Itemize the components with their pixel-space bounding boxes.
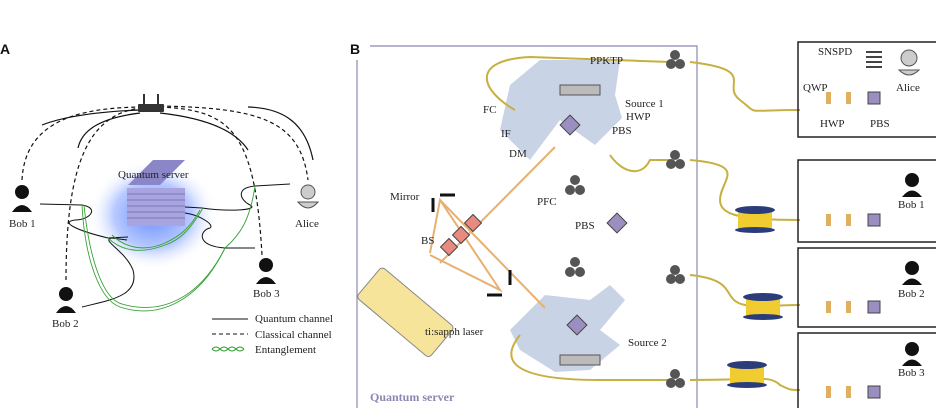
label-snspd: SNSPD	[818, 46, 852, 58]
label-source1: Source 1	[625, 98, 664, 110]
legend-label: Quantum channel	[255, 313, 333, 325]
source2-bg	[510, 285, 625, 372]
label-pbs-center: PBS	[575, 220, 595, 232]
label-if: IF	[501, 128, 511, 140]
label-hwp: HWP	[626, 111, 650, 123]
bob3-icon	[256, 258, 276, 284]
label-laser: ti:sapph laser	[425, 326, 484, 338]
label-ppktp: PPKTP	[590, 55, 623, 67]
alice-icon	[296, 184, 320, 209]
source1-bg	[500, 60, 622, 160]
bs-cubes	[439, 213, 483, 257]
label-qwp: QWP	[803, 82, 827, 94]
receiver-user-label: Bob 2	[898, 288, 925, 300]
server-box-label: Quantum server	[370, 390, 455, 404]
fiber-spools	[727, 206, 783, 388]
legend-label: Entanglement	[255, 344, 316, 356]
label-pfc: PFC	[537, 196, 557, 208]
user-label: Bob 3	[253, 288, 280, 300]
mirrors	[431, 193, 512, 297]
ppktp-crystal	[559, 84, 601, 96]
label-pbs-rx: PBS	[870, 118, 890, 130]
legend-helix	[211, 346, 245, 352]
receiver-bob3	[797, 332, 936, 408]
quantum-channels	[39, 183, 291, 308]
ppktp-crystal-2	[559, 354, 601, 366]
user-label: Bob 2	[52, 318, 79, 330]
receiver-bob1	[797, 159, 936, 243]
receiver-user-label: Bob 3	[898, 367, 925, 379]
label-dm: DM	[509, 148, 527, 160]
label-hwp-rx: HWP	[820, 118, 844, 130]
label-source2: Source 2	[628, 337, 667, 349]
polarization-controllers	[565, 50, 685, 388]
server-label: Quantum server	[118, 169, 189, 181]
router-icon	[138, 94, 164, 112]
server-stack-icon	[127, 160, 185, 226]
receiver-user-label: Bob 1	[898, 199, 925, 211]
bob1-icon	[12, 185, 32, 212]
entanglement-links	[81, 185, 256, 312]
label-fc: FC	[483, 104, 496, 116]
pbs-cubes	[559, 114, 628, 336]
panel-a-label: A	[0, 41, 10, 57]
bob2-icon	[56, 287, 76, 313]
label-mirror: Mirror	[390, 191, 420, 203]
server-box	[356, 45, 698, 408]
classical-channels	[21, 105, 314, 281]
receiver-alice	[797, 41, 936, 138]
legend-label: Classical channel	[255, 329, 332, 341]
pump-beams	[429, 146, 556, 309]
laser-icon	[357, 267, 454, 358]
panel-b-label: B	[350, 41, 360, 57]
label-pbs: PBS	[612, 125, 632, 137]
user-label: Bob 1	[9, 218, 36, 230]
user-label: Alice	[295, 218, 319, 230]
receiver-bob2	[797, 247, 936, 328]
receiver-user-label: Alice	[896, 82, 920, 94]
legend: Quantum channel Classical channel Entang…	[211, 313, 333, 356]
person-icons	[12, 184, 320, 313]
label-bs: BS	[421, 235, 434, 247]
